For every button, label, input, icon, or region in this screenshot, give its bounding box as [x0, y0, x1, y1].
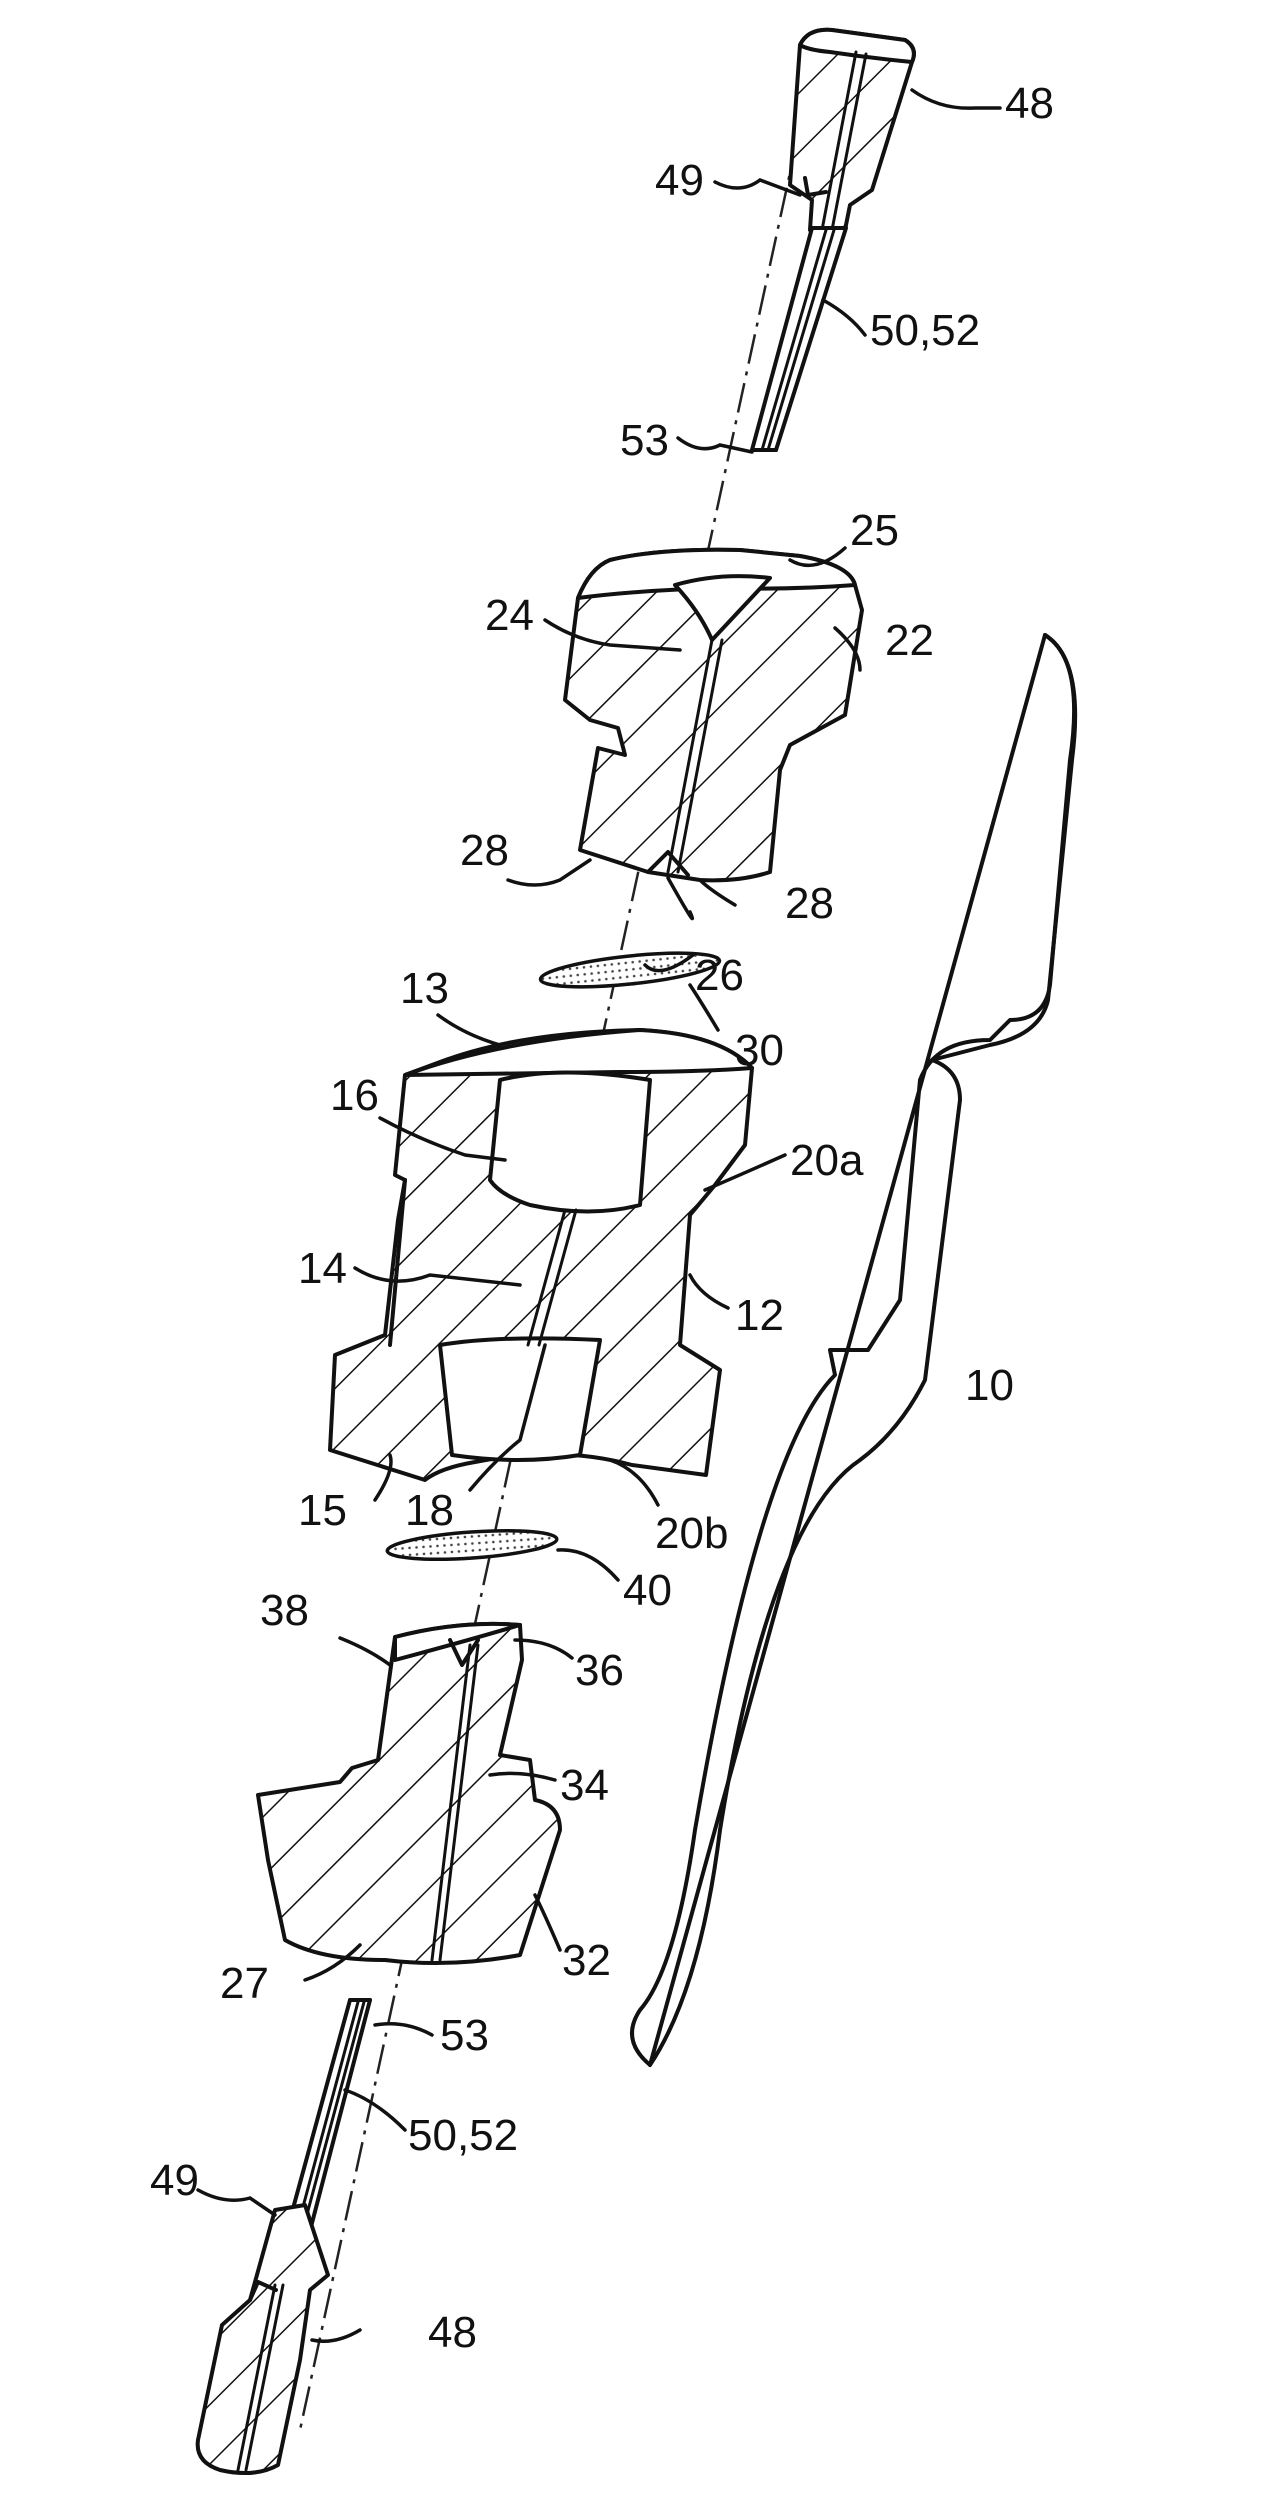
label-53-top: 53	[620, 416, 669, 465]
label-32: 32	[562, 1936, 611, 1985]
label-26: 26	[695, 951, 744, 1000]
label-28-right: 28	[785, 879, 834, 928]
label-49-top: 49	[655, 156, 704, 205]
label-18: 18	[405, 1486, 454, 1535]
label-24: 24	[485, 591, 534, 640]
label-40: 40	[623, 1566, 672, 1615]
label-13: 13	[400, 964, 449, 1013]
label-36: 36	[575, 1646, 624, 1695]
label-50-52-bottom: 50,52	[408, 2111, 518, 2160]
label-25: 25	[850, 506, 899, 555]
label-38: 38	[260, 1586, 309, 1635]
label-27: 27	[220, 1959, 269, 2008]
label-50-52-top: 50,52	[870, 306, 980, 355]
label-48-top: 48	[1005, 79, 1054, 128]
label-10: 10	[965, 1361, 1014, 1410]
label-20b: 20b	[655, 1509, 728, 1558]
bottom-needle-hub	[198, 2205, 328, 2473]
label-15: 15	[298, 1486, 347, 1535]
housing-12	[330, 1030, 752, 1480]
label-48-bottom: 48	[428, 2308, 477, 2357]
label-16: 16	[330, 1071, 379, 1120]
cap-22	[565, 550, 862, 881]
label-22: 22	[885, 616, 934, 665]
label-20a: 20a	[790, 1136, 864, 1185]
label-12: 12	[735, 1291, 784, 1340]
label-30: 30	[735, 1026, 784, 1075]
top-needle-hub	[790, 30, 914, 230]
label-49-bottom: 49	[150, 2156, 199, 2205]
label-28-left: 28	[460, 826, 509, 875]
top-cannula	[752, 228, 846, 450]
cap-32	[258, 1624, 560, 1963]
label-53-bottom: 53	[440, 2011, 489, 2060]
label-14: 14	[298, 1244, 347, 1293]
label-34: 34	[560, 1761, 609, 1810]
